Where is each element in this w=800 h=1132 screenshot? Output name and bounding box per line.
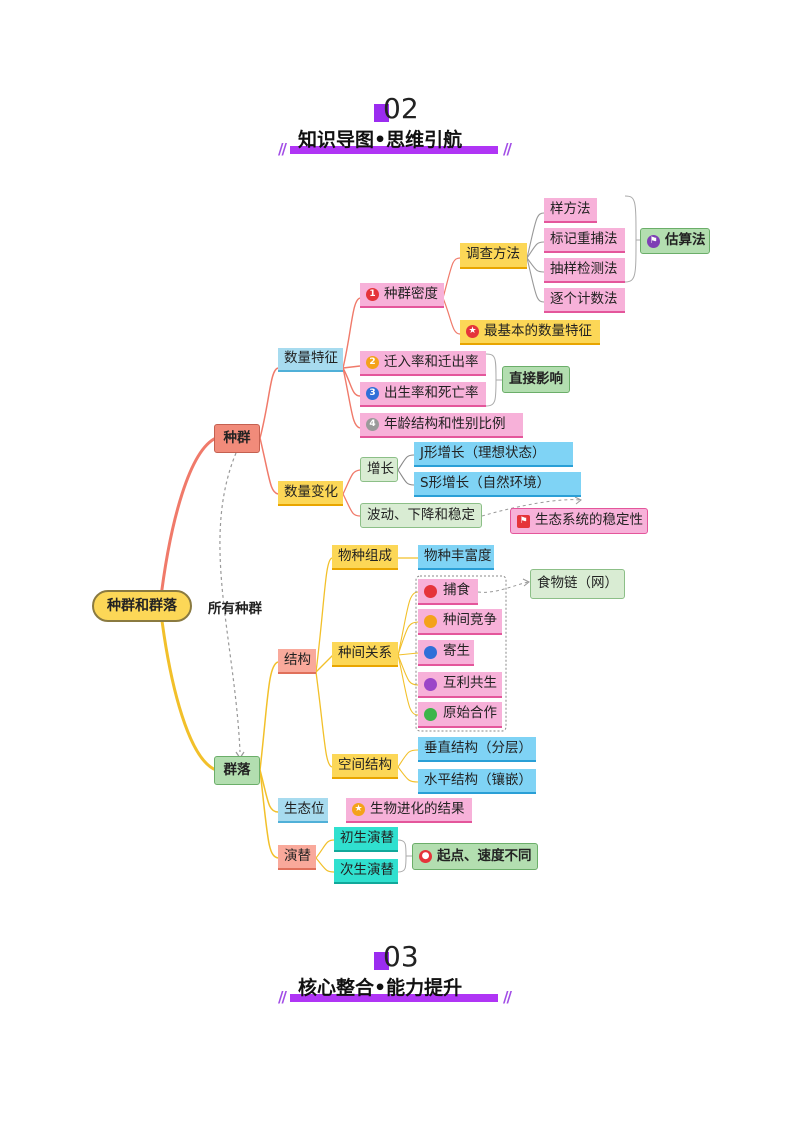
relation-item: 原始合作 [418,702,502,728]
method-sampling: 抽样检测法 [544,258,625,283]
survey-method-node: 调查方法 [460,243,527,269]
relation-label: 寄生 [443,643,470,660]
title-underline [290,994,498,1002]
richness-node: 物种丰富度 [418,545,494,570]
horizontal-structure-node: 水平结构（镶嵌） [418,769,536,794]
orange-dot-icon [424,614,437,628]
primary-succession-node: 初生演替 [334,827,398,852]
person-icon: ● [419,850,432,863]
quantity-change-node: 数量变化 [278,481,343,506]
age-sex-label: 年龄结构和性别比例 [384,415,506,432]
method-count: 逐个计数法 [544,288,625,313]
relation-label: 互利共生 [443,675,497,692]
slash-left-icon: // [278,988,287,1006]
interspecies-node: 种间关系 [332,642,398,667]
fluctuation-node: 波动、下降和稳定 [360,503,482,528]
slash-right-icon: // [503,988,512,1006]
section-number-bar [374,952,389,970]
birth-death-label: 出生率和死亡率 [384,384,479,401]
migration-node: 2 迁入率和迁出率 [360,351,486,376]
purple-dot-icon [424,677,437,691]
density-label: 种群密度 [384,285,438,302]
method-mark-recapture: 标记重捕法 [544,228,625,253]
green-dot-icon [424,707,437,721]
relation-item: 种间竞争 [418,609,502,635]
community-node: 群落 [214,756,260,785]
number-2-icon: 2 [366,356,379,369]
red-dot-icon [424,584,437,598]
growth-node: 增长 [360,457,398,482]
root-node: 种群和群落 [92,590,192,622]
structure-node: 结构 [278,649,316,674]
title-underline [290,146,498,154]
population-node: 种群 [214,424,260,453]
relation-label: 种间竞争 [443,612,497,629]
blue-dot-icon [424,645,437,659]
number-1-icon: 1 [366,288,379,301]
density-node: 1 种群密度 [360,283,444,308]
difference-label: 起点、速度不同 [437,847,532,864]
method-quadrat: 样方法 [544,198,597,223]
migration-label: 迁入率和迁出率 [384,353,479,370]
quantity-features-node: 数量特征 [278,348,343,372]
birth-death-node: 3 出生率和死亡率 [360,382,486,407]
succession-node: 演替 [278,845,316,870]
spatial-structure-node: 空间结构 [332,754,398,779]
evolution-result-label: 生物进化的结果 [370,800,465,817]
relation-item: 寄生 [418,640,474,666]
relation-item: 互利共生 [418,672,502,698]
difference-node: ● 起点、速度不同 [412,843,538,870]
star-icon: ★ [466,325,479,338]
estimate-label: 估算法 [665,232,706,249]
section-number-bar [374,104,389,122]
evolution-result-node: ★ 生物进化的结果 [346,798,472,823]
slash-left-icon: // [278,140,287,158]
basic-feature-label: 最基本的数量特征 [484,322,592,339]
slash-right-icon: // [503,140,512,158]
secondary-succession-node: 次生演替 [334,859,398,884]
estimate-node: ⚑ 估算法 [640,228,710,254]
number-4-icon: 4 [366,418,379,431]
stability-label: 生态系统的稳定性 [535,512,643,529]
basic-feature-node: ★ 最基本的数量特征 [460,320,600,345]
relation-label: 原始合作 [443,705,497,722]
direct-effect-node: 直接影响 [502,366,570,393]
number-3-icon: 3 [366,387,379,400]
age-sex-node: 4 年龄结构和性别比例 [360,413,523,438]
relation-label: 捕食 [443,582,470,599]
star-icon: ★ [352,803,365,816]
vertical-structure-node: 垂直结构（分层） [418,737,536,762]
niche-node: 生态位 [278,798,328,823]
relation-item: 捕食 [418,579,478,605]
s-growth-node: S形增长（自然环境） [414,472,581,497]
section-number: 02 [383,92,419,125]
j-growth-node: J形增长（理想状态） [414,442,573,467]
composition-node: 物种组成 [332,545,398,570]
link-label: 所有种群 [208,601,262,617]
stability-node: ⚑ 生态系统的稳定性 [510,508,648,534]
flag-icon: ⚑ [647,234,660,248]
flag-icon: ⚑ [517,514,530,528]
section-title: 核心整合•能力提升 [298,977,463,999]
section-number: 03 [383,940,419,973]
section-title: 知识导图•思维引航 [298,129,463,151]
food-chain-node: 食物链（网） [530,569,625,599]
